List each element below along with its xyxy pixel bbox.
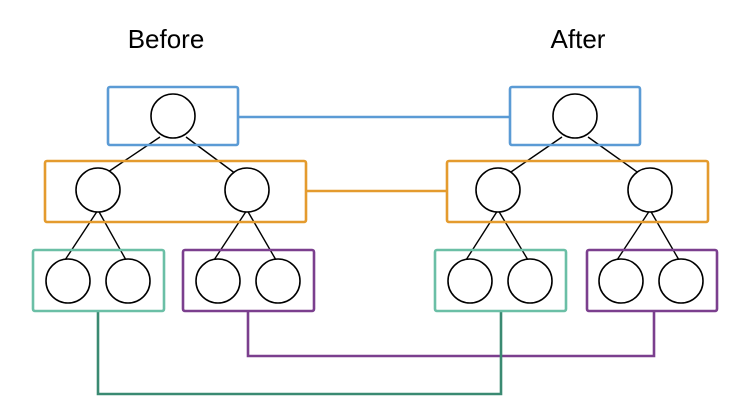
edge — [649, 209, 680, 261]
edge — [616, 209, 651, 261]
before-tree — [31, 85, 316, 313]
after-left-child-node — [475, 167, 521, 213]
before-title: Before — [128, 24, 205, 54]
before-root-node — [150, 93, 196, 139]
edge — [104, 136, 161, 175]
after-root-node — [552, 93, 598, 139]
edge — [587, 136, 641, 175]
before-leaf-node — [195, 258, 241, 304]
after-right-child-node — [627, 167, 673, 213]
link-group-b — [246, 312, 656, 358]
after-tree — [433, 85, 719, 313]
after-level-0-box — [508, 85, 642, 147]
after-level-1-box — [445, 159, 710, 224]
edge — [246, 209, 277, 261]
edge — [64, 209, 99, 261]
after-leaf-node — [507, 258, 553, 304]
before-leaf-node — [255, 258, 301, 304]
edge — [497, 209, 529, 261]
after-group-a-box — [433, 248, 568, 313]
before-leaf-node — [105, 258, 151, 304]
before-left-child-node — [75, 167, 121, 213]
before-group-b-box — [181, 248, 316, 313]
edge — [97, 209, 127, 261]
before-right-child-node — [224, 167, 270, 213]
after-leaf-node — [598, 258, 644, 304]
before-group-a-box — [31, 248, 166, 313]
after-leaf-node — [447, 258, 493, 304]
before-level-0-box — [106, 85, 240, 147]
link-group-a — [96, 312, 503, 396]
before-leaf-node — [45, 258, 91, 304]
edge — [185, 136, 237, 175]
before-level-1-box — [43, 159, 308, 224]
after-title: After — [551, 24, 606, 54]
edge — [213, 209, 248, 261]
after-leaf-node — [658, 258, 704, 304]
after-group-b-box — [585, 248, 719, 313]
edge — [507, 136, 563, 175]
edge — [465, 209, 499, 261]
